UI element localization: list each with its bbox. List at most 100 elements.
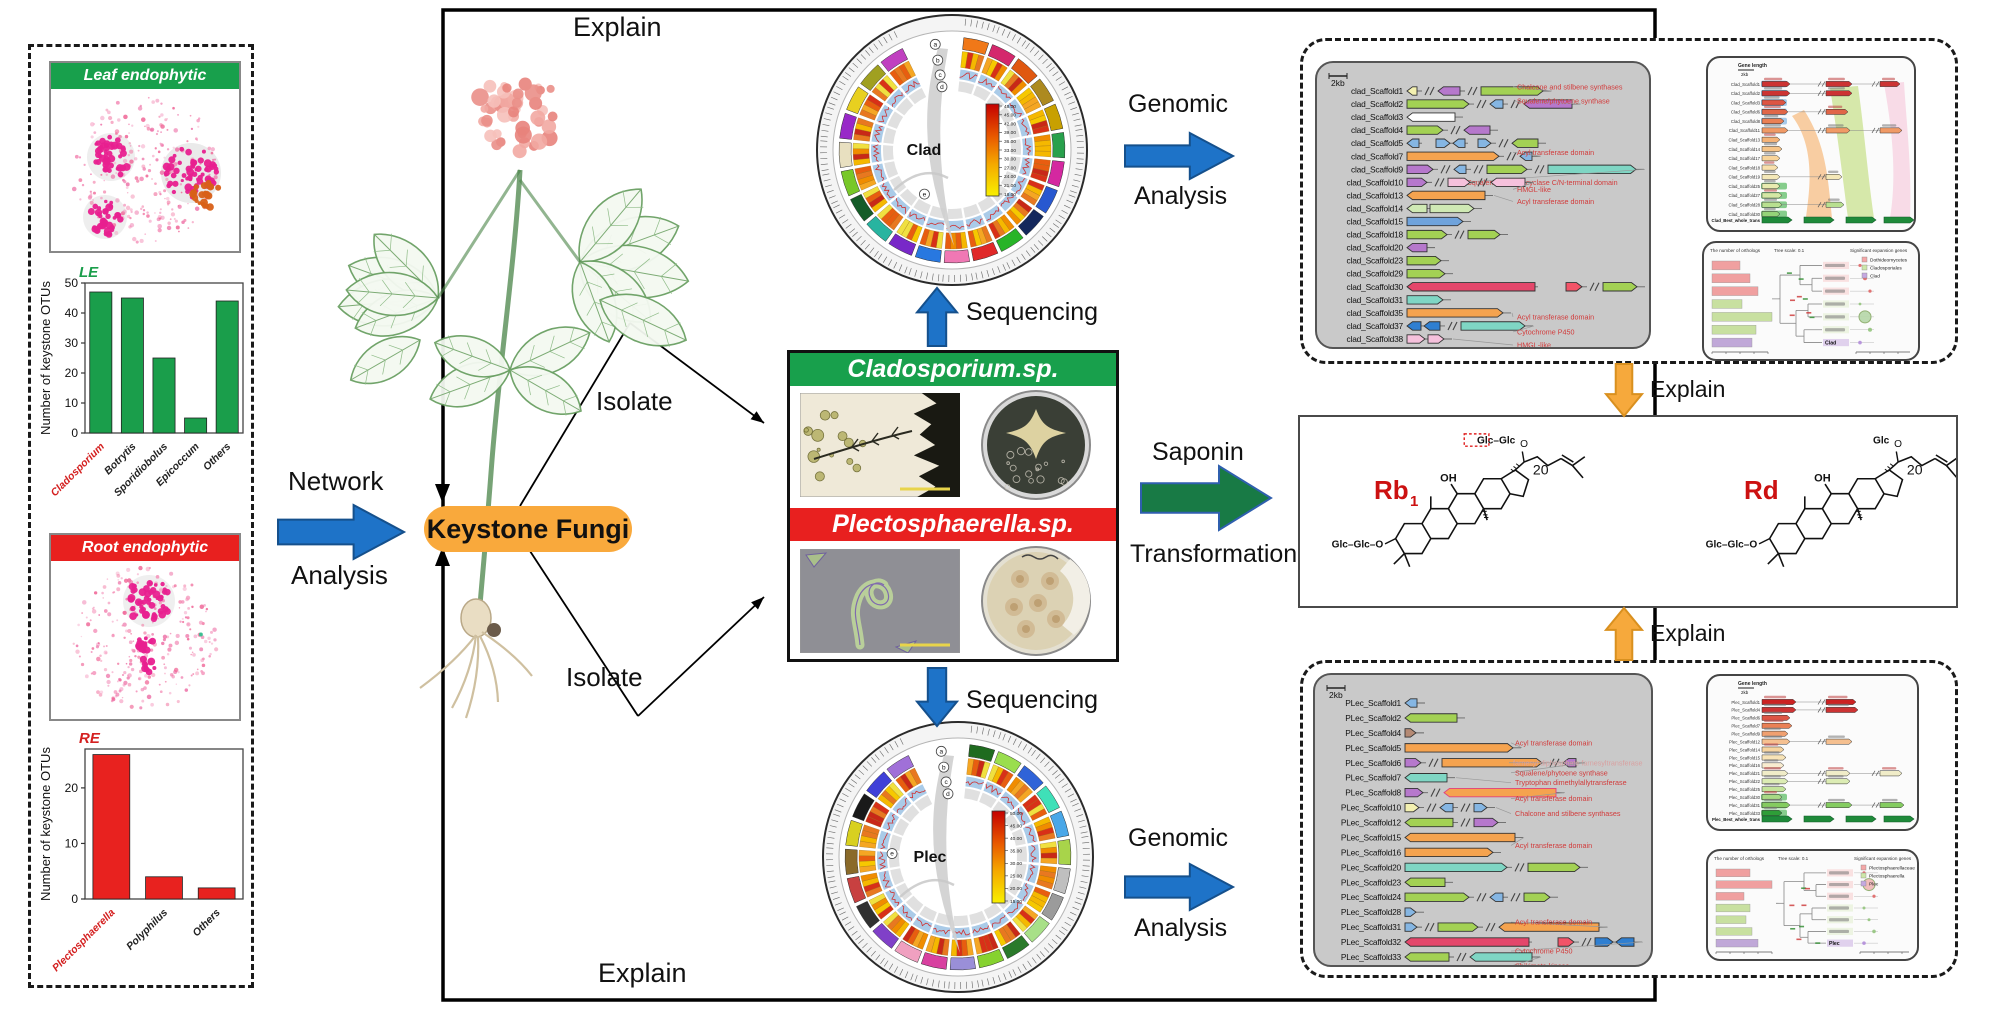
- svg-text:Plec_Scaffold9: Plec_Scaffold9: [1731, 732, 1760, 737]
- svg-text:Plec_Scaffold6: Plec_Scaffold6: [1731, 716, 1760, 721]
- chemHost: OH20OGlc–GlcGlc–Glc–OOH20OGlcGlc–Glc–ORb…: [1332, 433, 1960, 568]
- svg-text:36.00: 36.00: [1004, 139, 1016, 145]
- svg-text:Acyl transferase domain: Acyl transferase domain: [1515, 841, 1592, 850]
- svg-text:40.00: 40.00: [1010, 836, 1022, 842]
- svg-text:PLec_Scaffold31: PLec_Scaffold31: [1341, 922, 1402, 932]
- svg-text:Plec_Scaffold21: Plec_Scaffold21: [1729, 771, 1761, 776]
- leaf-network-plot: [51, 89, 239, 251]
- svg-text:clad_Scaffold4: clad_Scaffold4: [1351, 125, 1404, 135]
- svg-text:Squalene-hopene cyclase C/N-te: Squalene-hopene cyclase C/N-terminal dom…: [1467, 178, 1618, 187]
- svg-text:Cladosporiales: Cladosporiales: [1870, 265, 1902, 271]
- svg-text:Others: Others: [190, 907, 223, 940]
- svg-text:Clad_Scaffold1: Clad_Scaffold1: [1731, 82, 1761, 87]
- svg-text:18.00: 18.00: [1004, 192, 1016, 198]
- svg-text:farnesyl diphosphate farnesylt: farnesyl diphosphate farnesyltransferase: [1513, 758, 1642, 767]
- svg-text:45.00: 45.00: [1004, 113, 1016, 119]
- clad-circos-plot: abcdeClad48.0045.0042.0039.0036.0033.003…: [816, 14, 1088, 286]
- svg-text:PLec_Scaffold4: PLec_Scaffold4: [1345, 728, 1401, 738]
- explain-right-top-label: Explain: [1650, 376, 1726, 402]
- svg-text:The number of orthologs: The number of orthologs: [1710, 248, 1761, 253]
- plectosphaerella-header: Plectosphaerella.sp.: [790, 508, 1116, 541]
- svg-text:clad_Scaffold5: clad_Scaffold5: [1351, 138, 1404, 148]
- genomic-bottom-label: Genomic: [1128, 824, 1229, 852]
- svg-text:Plec_Scaffold14: Plec_Scaffold14: [1729, 747, 1761, 752]
- svg-text:15.00: 15.00: [1010, 899, 1022, 905]
- svg-text:Clad_Scaffold25: Clad_Scaffold25: [1729, 184, 1761, 189]
- analysis-label: Analysis: [291, 560, 388, 590]
- synBotHost: Gene length2kbPlec_Scaffold1Plec_Scaffol…: [1712, 681, 1915, 823]
- svg-text:Plec_Scaffold22: Plec_Scaffold22: [1729, 779, 1761, 784]
- svg-text:clad_Scaffold2: clad_Scaffold2: [1351, 99, 1404, 109]
- svg-text:PLec_Scaffold12: PLec_Scaffold12: [1341, 818, 1402, 828]
- svg-text:Clad: Clad: [1825, 341, 1836, 347]
- svg-text:clad_Scaffold13: clad_Scaffold13: [1347, 190, 1404, 200]
- svg-text:Plec: Plec: [1829, 941, 1840, 947]
- svg-text:b: b: [936, 57, 940, 64]
- svg-text:40: 40: [65, 306, 79, 320]
- svg-text:a: a: [933, 42, 937, 49]
- svg-text:Clad_Scaffold14: Clad_Scaffold14: [1729, 147, 1761, 152]
- svg-text:Plec_Scaffold7: Plec_Scaffold7: [1731, 724, 1760, 729]
- root-network-plot: [72, 565, 219, 710]
- svg-text:Clad_Scaffold28: Clad_Scaffold28: [1729, 203, 1761, 208]
- svg-text:PLec_Scaffold16: PLec_Scaffold16: [1341, 847, 1402, 857]
- svg-text:20: 20: [1907, 461, 1923, 477]
- svg-text:Others: Others: [201, 441, 234, 474]
- svg-text:Acyl transferase domain: Acyl transferase domain: [1517, 197, 1594, 206]
- svg-text:Glc–Glc–O: Glc–Glc–O: [1332, 539, 1384, 550]
- svg-text:Tree scale: 0.1: Tree scale: 0.1: [1774, 248, 1805, 253]
- svg-text:Tryptophan dimethylallytransfe: Tryptophan dimethylallytransferase: [1515, 778, 1627, 787]
- keystone-fungi-node: Keystone Fungi: [424, 506, 632, 552]
- svg-text:Glc–Glc: Glc–Glc: [1477, 436, 1516, 447]
- svg-text:42.00: 42.00: [1004, 121, 1016, 127]
- svg-text:Clad_Scaffold17: Clad_Scaffold17: [1729, 156, 1761, 161]
- svg-text:20: 20: [1533, 461, 1549, 477]
- svg-text:Acyl transferase domain: Acyl transferase domain: [1515, 738, 1592, 747]
- svg-text:Clad_Best_whole_trans: Clad_Best_whole_trans: [1712, 218, 1761, 223]
- svg-text:PLec_Scaffold6: PLec_Scaffold6: [1345, 758, 1401, 768]
- svg-text:2kb: 2kb: [1741, 690, 1749, 695]
- svg-text:Cytochrome P450: Cytochrome P450: [1517, 327, 1575, 336]
- svg-text:50: 50: [65, 276, 79, 290]
- svg-text:1: 1: [1410, 493, 1418, 510]
- svg-text:clad_Scaffold18: clad_Scaffold18: [1347, 230, 1404, 240]
- plectosphaerella-microscopy-image: [799, 548, 961, 654]
- svg-text:25.00: 25.00: [1010, 874, 1022, 880]
- svg-text:Clad_Scaffold27: Clad_Scaffold27: [1729, 193, 1761, 198]
- svg-text:20: 20: [65, 366, 79, 380]
- isolate-bottom-label: Isolate: [566, 662, 643, 692]
- svg-text:Clad_Scaffold18: Clad_Scaffold18: [1729, 165, 1761, 170]
- svg-text:Shikimate kinase: Shikimate kinase: [1515, 962, 1569, 968]
- svg-text:Rd: Rd: [1744, 475, 1779, 505]
- isolate-top-label: Isolate: [596, 386, 673, 416]
- svg-text:Gene length: Gene length: [1738, 63, 1767, 69]
- cladosporium-microscopy-image: [799, 392, 961, 498]
- svg-text:Squalene/phytoene synthase: Squalene/phytoene synthase: [1515, 768, 1608, 777]
- svg-text:Acyl transferase domain: Acyl transferase domain: [1515, 918, 1592, 927]
- svg-text:Plec: Plec: [914, 849, 947, 866]
- svg-text:HMGL-like: HMGL-like: [1517, 341, 1551, 350]
- svg-text:Plec_Scaffold12: Plec_Scaffold12: [1729, 739, 1761, 744]
- svg-text:PLec_Scaffold32: PLec_Scaffold32: [1341, 937, 1402, 947]
- plectosphaerella-microscopy-image: [799, 548, 961, 654]
- svg-text:Plectosphaerella: Plectosphaerella: [50, 907, 118, 975]
- svg-text:Plec_Scaffold25: Plec_Scaffold25: [1729, 787, 1761, 792]
- svg-text:Plec_Scaffold4: Plec_Scaffold4: [1731, 708, 1760, 713]
- cladosporium-microscopy-image: [799, 392, 961, 498]
- svg-text:Clad_Scaffold8: Clad_Scaffold8: [1731, 119, 1761, 124]
- svg-text:PLec_Scaffold33: PLec_Scaffold33: [1341, 952, 1402, 962]
- svg-text:LE: LE: [79, 264, 99, 281]
- svg-text:Chalcone and stilbene synthase: Chalcone and stilbene synthases: [1517, 83, 1623, 92]
- svg-text:20.00: 20.00: [1010, 886, 1022, 892]
- svg-text:33.00: 33.00: [1004, 148, 1016, 154]
- svg-text:Plectosphaerellaceae: Plectosphaerellaceae: [1869, 865, 1915, 871]
